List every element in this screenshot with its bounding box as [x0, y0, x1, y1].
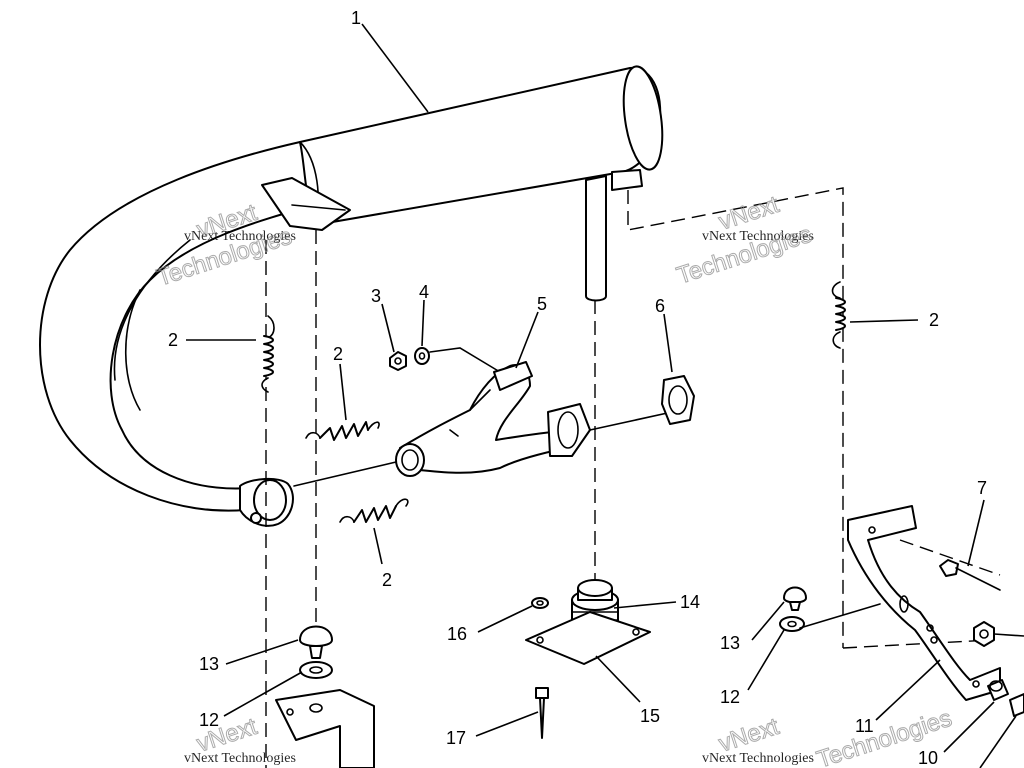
callout-2-center-upper: 2: [333, 344, 343, 364]
washer-part-12-left: [299, 661, 333, 679]
callout-16: 16: [447, 624, 467, 644]
callout-14: 14: [680, 592, 700, 612]
callout-2-right: 2: [929, 310, 939, 330]
washer-part-16: [531, 597, 549, 609]
spring-center-lower: [339, 498, 409, 523]
rubber-bumper-part-13-left: [299, 625, 333, 659]
watermark-text-1: vNext Technologies: [184, 229, 296, 244]
callout-2-center-lower: 2: [382, 570, 392, 590]
callout-17: 17: [446, 728, 466, 748]
watermark-text-3: vNext Technologies: [184, 751, 296, 766]
callout-11: 11: [855, 716, 874, 736]
callout-15: 15: [640, 706, 660, 726]
tail-pipe: [585, 175, 607, 302]
probe-part-7: [939, 559, 1001, 591]
callout-7: 7: [977, 478, 987, 498]
screw-part-17: [535, 687, 549, 739]
rubber-bumper-part-13-right: [783, 586, 807, 611]
nut-part-3: [389, 351, 407, 371]
nut-part-right: [973, 621, 995, 647]
callout-labels: 1 2 2 2 2 3 4 5 6 7 10 11 12 12 13 13 14…: [168, 8, 987, 768]
muffler-bracket-left: [261, 177, 351, 231]
bolt-part-right: [1009, 693, 1024, 717]
callout-13-left: 13: [199, 654, 219, 674]
muffler-bracket-right: [611, 169, 643, 191]
washer-part-12-right: [779, 616, 805, 632]
callout-1: 1: [351, 8, 361, 28]
spring-right: [831, 281, 846, 349]
callout-10: 10: [918, 748, 938, 768]
watermark-text-4: vNext Technologies: [702, 751, 814, 766]
washer-part-4: [414, 347, 430, 365]
y-pipe-part-5: [395, 361, 591, 477]
spacer-part-10: [987, 679, 1009, 701]
callout-2-left: 2: [168, 330, 178, 350]
spring-left: [261, 315, 275, 393]
callout-6: 6: [655, 296, 665, 316]
leader-lines: [186, 23, 1024, 768]
assembly-lines: [265, 187, 1001, 768]
callout-13-right: 13: [720, 633, 740, 653]
callout-12-right: 12: [720, 687, 740, 707]
muffler-assembly: [39, 65, 664, 527]
callout-12-left: 12: [199, 710, 219, 730]
plate-part-15: [525, 611, 651, 665]
callout-3: 3: [371, 286, 381, 306]
callout-5: 5: [537, 294, 547, 314]
spring-center-upper: [305, 421, 380, 441]
bracket-left-lower: [275, 689, 375, 768]
gasket-part-6: [661, 375, 695, 425]
mount-bracket-part-11: [847, 505, 1001, 701]
callout-4: 4: [419, 282, 429, 302]
watermark-text-2: vNext Technologies: [702, 229, 814, 244]
